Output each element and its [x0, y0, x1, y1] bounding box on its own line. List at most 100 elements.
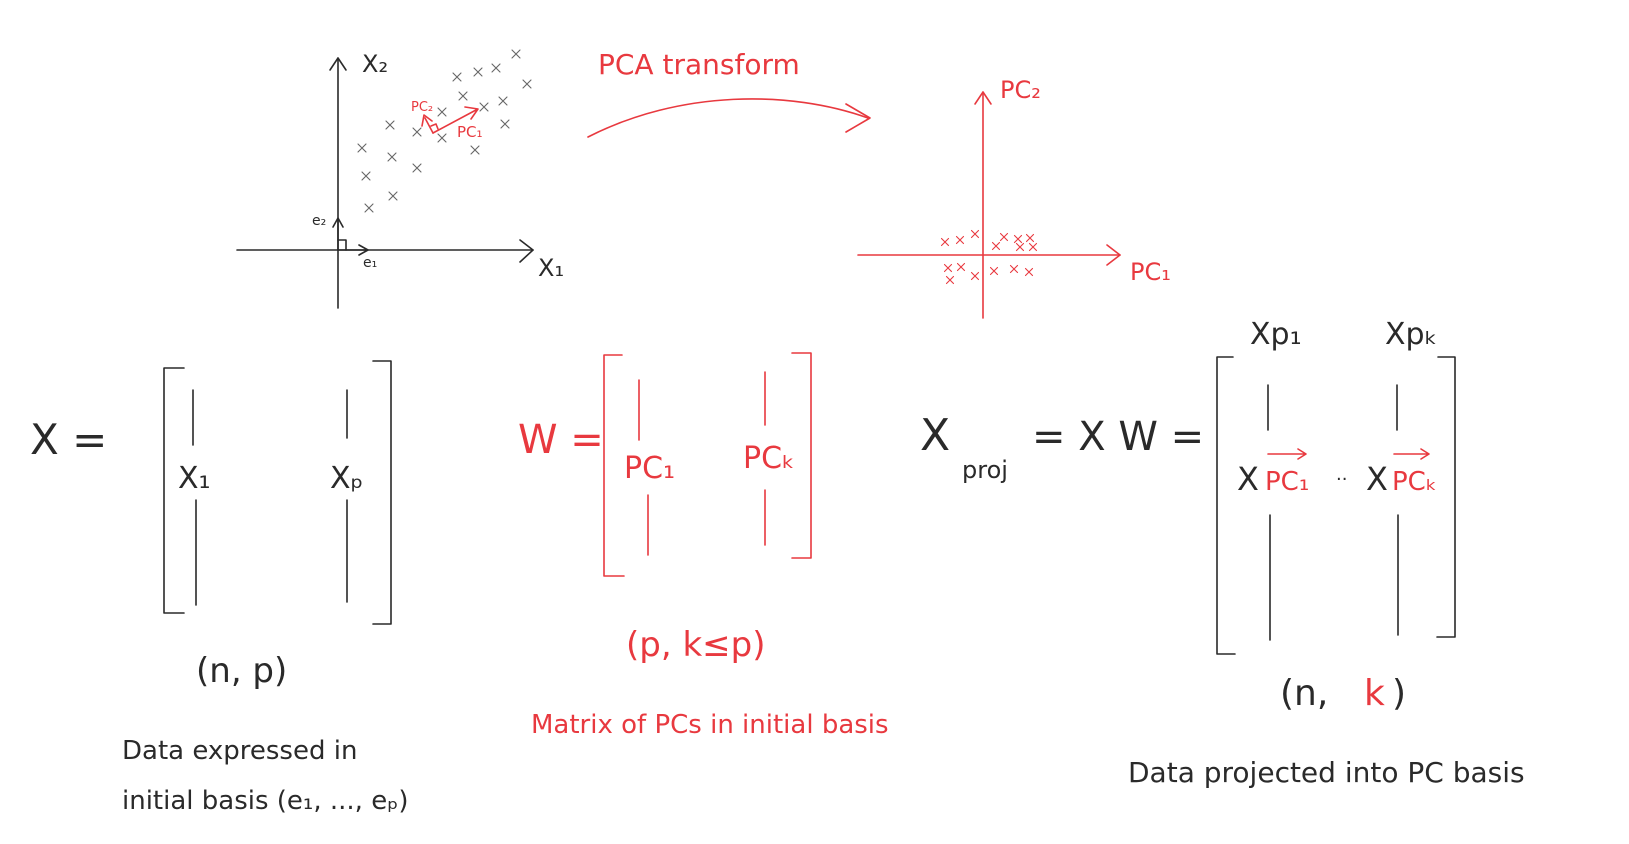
matrix-proj-right-bracket [1436, 356, 1456, 638]
transform-curve [587, 98, 869, 138]
data-point-marker [991, 241, 1001, 251]
matrix-x-colp-label: Xₚ [330, 461, 363, 496]
matrix-proj-cell1-x: X [1237, 460, 1259, 498]
pc-right-angle-mark [430, 123, 439, 130]
matrix-proj-header-k: Xpₖ [1385, 317, 1437, 352]
data-point-marker [479, 102, 489, 112]
matrix-proj-header-1: Xp₁ [1250, 317, 1302, 352]
data-points-pc [940, 229, 1038, 285]
data-point-marker [412, 127, 422, 137]
data-point-marker [1024, 267, 1034, 277]
matrix-proj-colk-line [1396, 384, 1399, 636]
data-point-marker [452, 72, 462, 82]
data-point-marker [491, 63, 501, 73]
pc2-axis-label: PC₂ [1000, 76, 1041, 104]
data-point-marker [498, 96, 508, 106]
matrix-x-col1-line [192, 389, 197, 606]
matrix-x-right-bracket [372, 360, 392, 625]
data-point-marker [470, 145, 480, 155]
matrix-w-right-bracket [791, 352, 812, 559]
matrix-x-caption-line2: initial basis (e₁, ..., eₚ) [122, 786, 408, 816]
matrix-proj-shape-k: k [1364, 673, 1385, 714]
pca-transform-arrow: PCA transform [587, 48, 871, 138]
matrix-x-col1-label: X₁ [178, 461, 211, 496]
data-point-marker [1025, 233, 1035, 243]
matrix-proj: X proj = X W = Xp₁ Xpₖ X PC₁ ·· X PCₖ (n… [920, 317, 1525, 789]
data-point-marker [522, 79, 532, 89]
matrix-proj-cellk-x: X [1366, 460, 1388, 498]
matrix-proj-shape-close: ) [1392, 673, 1406, 714]
data-point-marker [385, 120, 395, 130]
data-point-marker [970, 271, 980, 281]
matrix-w-col1-line [638, 379, 649, 556]
matrix-x-left-bracket [163, 367, 185, 614]
data-point-marker [473, 67, 483, 77]
e1-label: e₁ [363, 255, 377, 271]
data-point-marker [511, 49, 521, 59]
matrix-x: X = X₁ Xₚ (n, p) Data expressed in initi… [30, 360, 408, 816]
data-point-marker [970, 229, 980, 239]
matrix-proj-left-bracket [1216, 356, 1236, 655]
pc2-axis-arrowhead [974, 91, 992, 105]
data-point-marker [940, 237, 950, 247]
matrix-proj-lhs-x: X [920, 410, 950, 461]
pc2-label: PC₂ [411, 100, 433, 115]
x1-axis-arrowhead [519, 239, 534, 263]
matrix-proj-dots: ·· [1336, 469, 1347, 490]
data-point-marker [412, 163, 422, 173]
data-point-marker [1015, 242, 1025, 252]
original-basis-plot: X₂ X₁ e₂ e₁ PC₂ PC₁ [236, 49, 564, 309]
matrix-x-lhs: X = [30, 415, 107, 464]
data-point-marker [945, 275, 955, 285]
matrix-proj-lhs-rest: = X W = [1032, 414, 1204, 460]
data-point-marker [361, 171, 371, 181]
x1-axis-label: X₁ [538, 254, 564, 282]
pc1-vector [432, 106, 479, 134]
data-point-marker [943, 263, 953, 273]
matrix-w-left-bracket [603, 354, 625, 577]
data-point-marker [1028, 242, 1038, 252]
matrix-w-col1-label: PC₁ [624, 451, 675, 486]
data-point-marker [437, 133, 447, 143]
matrix-proj-col1-line [1267, 384, 1271, 641]
matrix-proj-cellk-vector-arrow [1393, 448, 1430, 460]
data-point-marker [1009, 264, 1019, 274]
matrix-proj-caption: Data projected into PC basis [1128, 756, 1525, 789]
data-point-marker [364, 203, 374, 213]
right-angle-mark [337, 239, 347, 251]
matrix-w: W = PC₁ PCₖ (p, k≤p) Matrix of PCs in in… [518, 352, 889, 740]
x2-axis-label: X₂ [362, 50, 388, 78]
matrix-proj-shape-open: (n, [1280, 673, 1328, 714]
matrix-w-colk-label: PCₖ [743, 441, 795, 476]
matrix-w-lhs: W = [518, 417, 604, 463]
x2-axis-arrowhead [329, 57, 347, 71]
matrix-x-shape: (n, p) [196, 651, 287, 691]
transform-label: PCA transform [598, 48, 800, 81]
matrix-proj-cell1-vector-arrow [1267, 448, 1307, 460]
transform-arrowhead [845, 103, 871, 133]
pc-basis-plot: PC₂ PC₁ [857, 76, 1171, 319]
data-point-marker [437, 107, 447, 117]
data-point-marker [458, 91, 468, 101]
matrix-x-caption-line1: Data expressed in [122, 736, 357, 766]
e1-arrow [337, 244, 369, 256]
pc1-axis-label: PC₁ [1130, 258, 1171, 286]
data-point-marker [1013, 234, 1023, 244]
matrix-w-shape: (p, k≤p) [626, 625, 766, 665]
e2-label: e₂ [312, 213, 326, 229]
matrix-proj-cell1-pc: PC₁ [1265, 467, 1309, 497]
data-point-marker [500, 119, 510, 129]
matrix-w-caption: Matrix of PCs in initial basis [531, 710, 889, 740]
data-point-marker [357, 143, 367, 153]
matrix-proj-lhs-subscript: proj [962, 456, 1008, 484]
data-point-marker [989, 266, 999, 276]
data-point-marker [955, 235, 965, 245]
data-point-marker [999, 232, 1009, 242]
pc2-vector [421, 114, 434, 134]
data-points-original [357, 49, 532, 213]
data-point-marker [956, 262, 966, 272]
data-point-marker [388, 191, 398, 201]
e2-arrow [332, 217, 344, 251]
data-point-marker [387, 152, 397, 162]
